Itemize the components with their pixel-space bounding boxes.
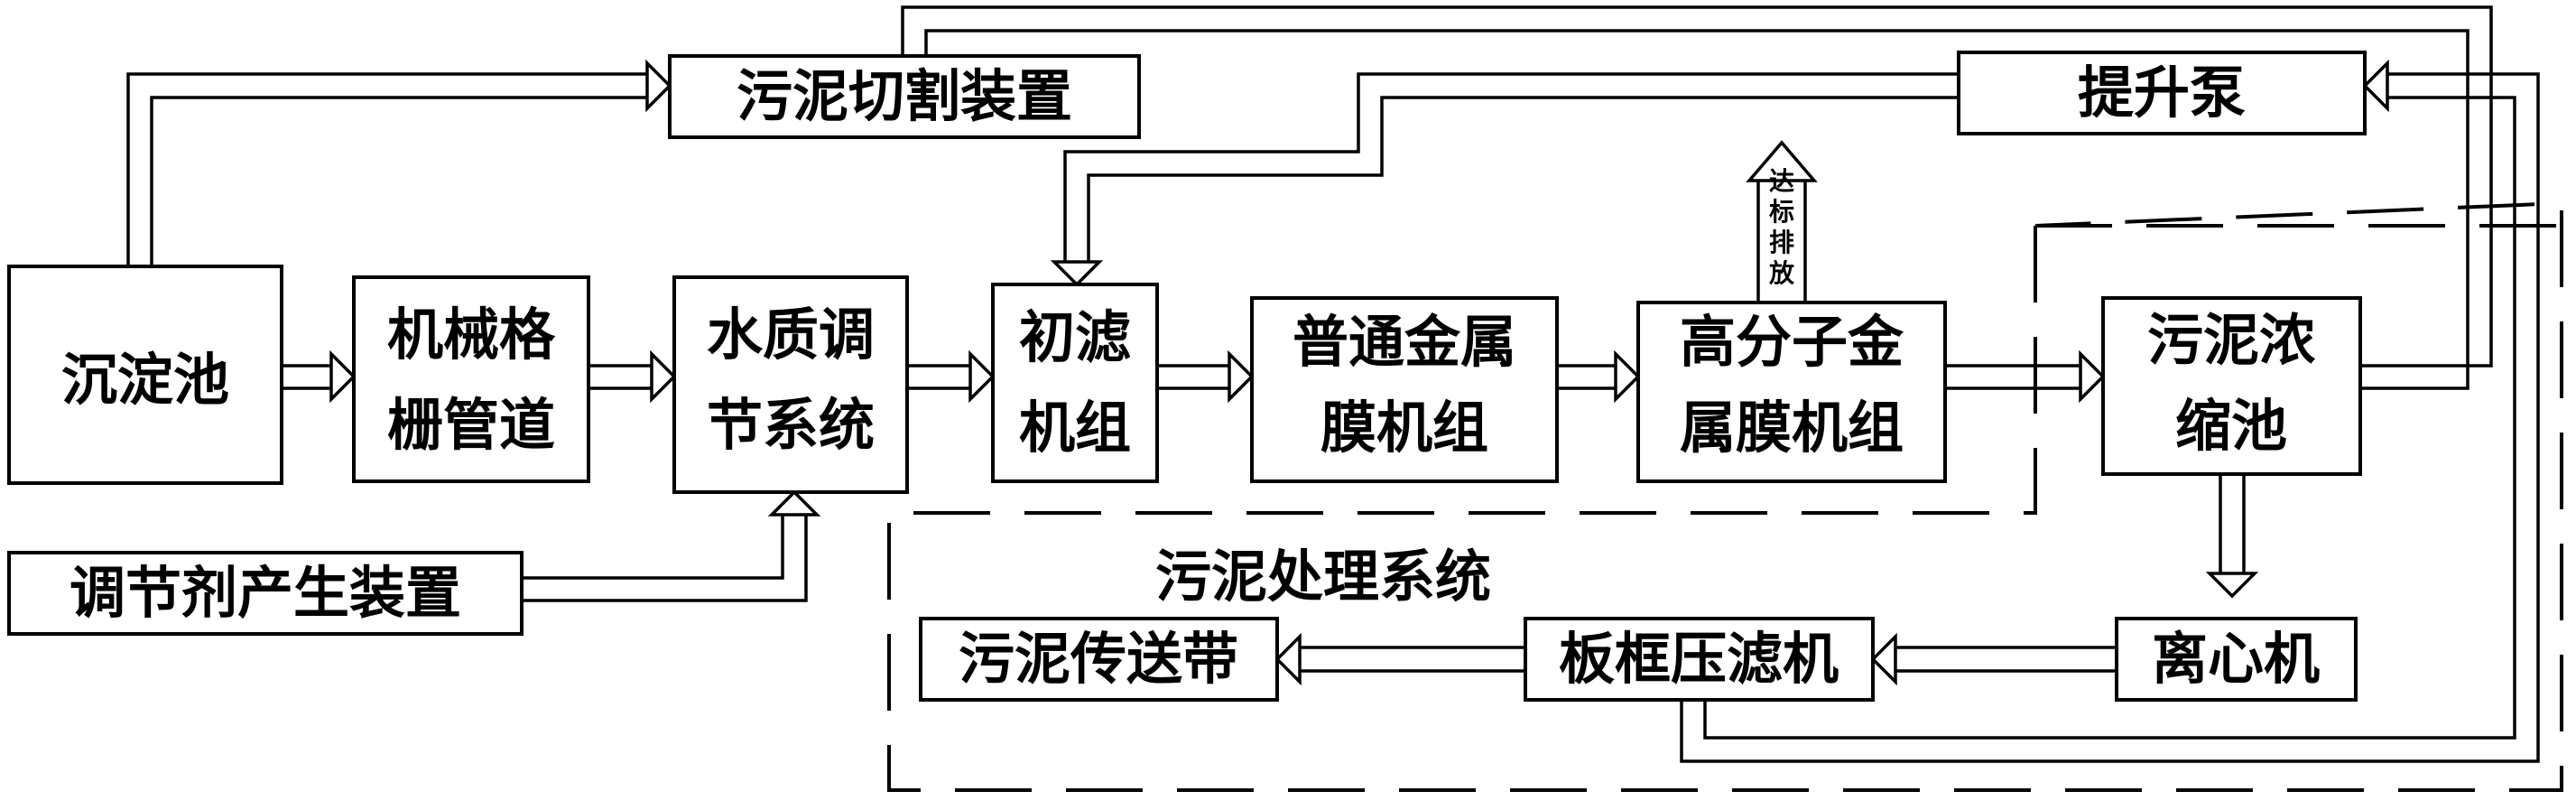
arrow-sedimentation-to-sludge-cutter (126, 59, 672, 266)
discharge-char-2: 标 (1769, 197, 1794, 227)
node-water-quality-regulation: 水质调 节系统 (672, 275, 909, 494)
node-primary-filter-unit: 初滤 机组 (991, 283, 1159, 483)
sludge-treatment-system-boundary (887, 200, 2563, 792)
node-label-line2: 节系统 (707, 392, 875, 458)
arrow-primary-filter-to-ordinary-membrane (1157, 349, 1255, 404)
node-label: 调节剂产生装置 (69, 560, 461, 626)
node-label-line1: 普通金属 (1293, 309, 1516, 375)
node-label-line2: 属膜机组 (1680, 395, 1904, 461)
node-label-line2: 膜机组 (1320, 395, 1488, 461)
node-label: 离心机 (2152, 626, 2320, 692)
discharge-label: 达 标 排 放 (1768, 166, 1795, 288)
node-label: 沉淀池 (61, 347, 229, 413)
node-label-line1: 水质调 (707, 302, 875, 368)
node-sludge-cutter: 污泥切割装置 (668, 54, 1141, 139)
node-label: 提升泵 (2078, 60, 2246, 126)
arrow-grille-to-water-quality (588, 349, 677, 404)
arrow-water-quality-to-primary-filter (907, 349, 996, 404)
arrow-polymer-membrane-discharge (1746, 140, 1818, 303)
arrow-filter-press-to-conveyor (1274, 632, 1525, 686)
node-lift-pump: 提升泵 (1957, 51, 2367, 135)
arrow-filter-press-to-lift-pump (1680, 59, 2540, 763)
node-label: 污泥切割装置 (737, 63, 1072, 129)
node-label: 污泥传送带 (959, 626, 1238, 692)
arrow-centrifuge-to-filter-press (1870, 632, 2117, 686)
node-label-line2: 机组 (1019, 395, 1131, 461)
arrow-regulator-to-water-quality (522, 489, 821, 602)
arrow-ordinary-to-polymer-membrane (1557, 349, 1641, 404)
node-label-line2: 缩池 (2175, 393, 2287, 459)
node-polymer-metal-membrane: 高分子金 属膜机组 (1636, 301, 1947, 483)
sludge-treatment-system-label: 污泥处理系统 (1155, 544, 1491, 610)
discharge-char-4: 放 (1768, 258, 1795, 288)
node-label-line1: 机械格 (387, 302, 556, 368)
node-label-line1: 初滤 (1019, 304, 1131, 370)
node-label-line1: 污泥浓 (2147, 307, 2316, 373)
discharge-char-3: 排 (1769, 228, 1794, 257)
discharge-char-1: 达 (1769, 166, 1794, 196)
node-label-line2: 栅管道 (387, 392, 555, 458)
arrow-thickener-to-centrifuge (2205, 474, 2259, 599)
node-sludge-thickener: 污泥浓 缩池 (2101, 296, 2362, 476)
arrow-sedimentation-to-grille (282, 349, 357, 404)
node-centrifuge: 离心机 (2115, 617, 2358, 702)
node-mechanical-grille-pipeline: 机械格 栅管道 (352, 275, 590, 483)
node-sludge-conveyor: 污泥传送带 (919, 617, 1279, 702)
node-regulator-generator: 调节剂产生装置 (7, 551, 524, 636)
arrow-polymer-membrane-to-thickener (1945, 349, 2106, 404)
node-ordinary-metal-membrane: 普通金属 膜机组 (1250, 296, 1559, 483)
node-sedimentation-tank: 沉淀池 (7, 265, 283, 485)
arrow-lift-pump-to-primary-filter (1050, 72, 1959, 287)
node-label: 板框压滤机 (1559, 626, 1839, 692)
node-label-line1: 高分子金 (1680, 309, 1904, 375)
node-plate-frame-filter-press: 板框压滤机 (1524, 617, 1875, 702)
